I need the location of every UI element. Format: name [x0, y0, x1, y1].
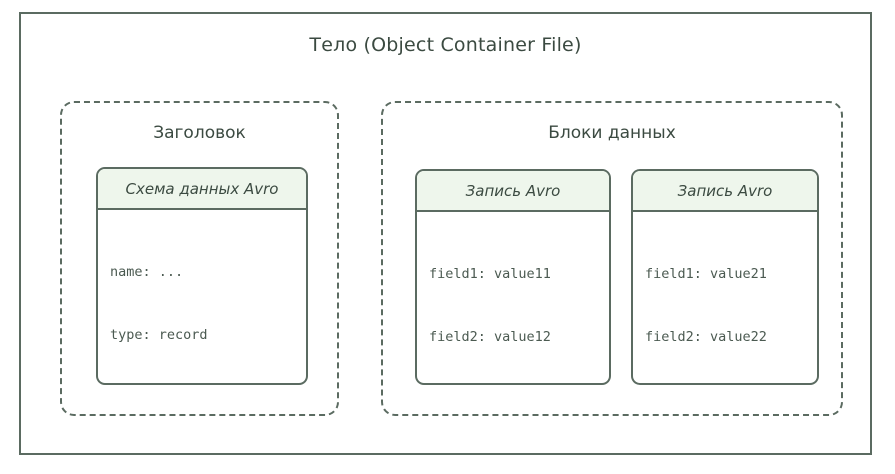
code-line: field1: value21 [645, 266, 767, 282]
avro-record-card-2: Запись Avro field1: value21 field2: valu… [631, 169, 819, 385]
data-blocks-group-title: Блоки данных [548, 123, 676, 143]
code-line: field2: value22 [645, 329, 767, 345]
avro-record-card-2-header: Запись Avro [633, 171, 817, 212]
header-group-title: Заголовок [153, 123, 246, 143]
avro-schema-card-body: name: ... type: record field1: datatype1… [98, 210, 306, 383]
header-group-box: Заголовок Схема данных Avro name: ... ty… [60, 101, 339, 416]
avro-schema-card: Схема данных Avro name: ... type: record… [96, 167, 308, 385]
code-line: field2: value12 [429, 329, 551, 345]
diagram-title: Тело (Object Container File) [309, 34, 582, 56]
avro-record-card-1: Запись Avro field1: value11 field2: valu… [415, 169, 611, 385]
code-line: name: ... [110, 264, 184, 280]
avro-record-card-1-body: field1: value11 field2: value12 ... [sys… [417, 212, 609, 383]
avro-record-card-2-body: field1: value21 field2: value22 ... [sys… [633, 212, 817, 383]
data-blocks-group-box: Блоки данных Запись Avro field1: value11… [381, 101, 843, 416]
avro-record-card-1-header: Запись Avro [417, 171, 609, 212]
object-container-file-box: Тело (Object Container File) Заголовок С… [19, 12, 872, 455]
code-line: type: record [110, 327, 208, 343]
avro-schema-card-header: Схема данных Avro [98, 169, 306, 210]
code-line: field1: value11 [429, 266, 551, 282]
